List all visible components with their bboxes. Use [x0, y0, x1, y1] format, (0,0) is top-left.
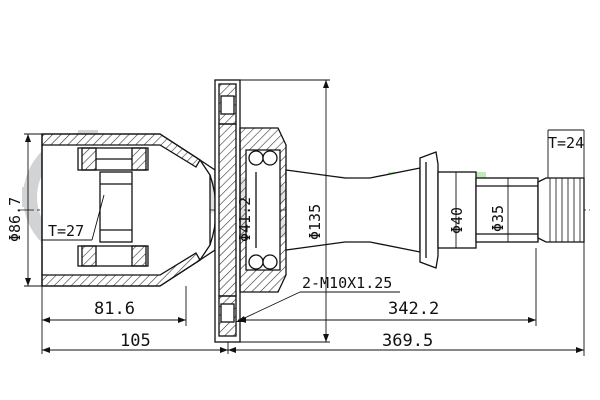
dim-length-369-5: 369.5	[382, 331, 433, 351]
dim-t24: T=24	[548, 134, 584, 152]
thread-lines	[549, 178, 581, 242]
hub-body	[239, 127, 287, 293]
dimension-lines	[24, 79, 585, 356]
dim-diameter-40: Φ40	[448, 207, 466, 234]
arrowheads	[25, 80, 584, 353]
tripod-housing	[41, 133, 211, 287]
dim-thread-m10: 2-M10X1.25	[302, 274, 392, 292]
dim-length-342-2: 342.2	[388, 299, 439, 319]
dim-diameter-86-7: Φ86.7	[6, 197, 24, 242]
dim-length-81-6: 81.6	[94, 299, 135, 319]
flange	[214, 79, 241, 343]
dim-t27: T=27	[48, 222, 84, 240]
dim-diameter-135: Φ135	[306, 204, 324, 240]
dim-diameter-35: Φ35	[489, 205, 507, 232]
dim-diameter-41-2: Φ41.2	[236, 197, 254, 242]
dim-length-105: 105	[120, 331, 151, 351]
shaft	[285, 151, 585, 269]
